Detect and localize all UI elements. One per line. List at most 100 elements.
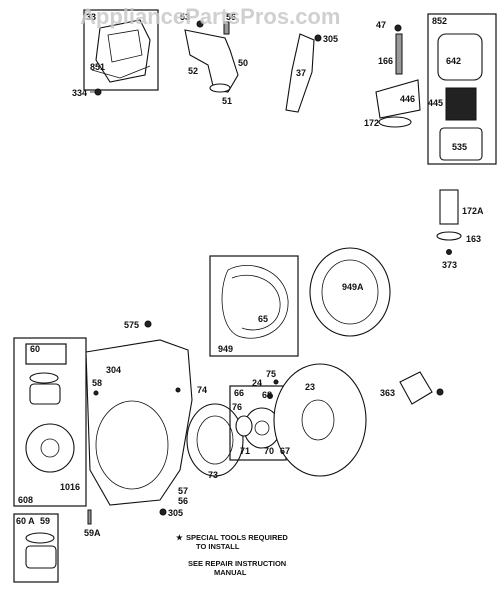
part-33-detail bbox=[107, 29, 143, 63]
part-172a-tube bbox=[439, 189, 459, 225]
box-60a bbox=[13, 513, 59, 583]
label-53: 53 bbox=[180, 12, 190, 22]
watermark: AppliancePartsPros.com bbox=[80, 4, 340, 29]
label-445: 445 bbox=[428, 98, 443, 108]
label-172: 172 bbox=[364, 118, 379, 128]
part-373-screw-icon bbox=[446, 249, 452, 255]
label-24: 24 bbox=[252, 378, 262, 388]
part-52-elbow bbox=[184, 29, 239, 93]
part-363-bracket bbox=[399, 371, 433, 405]
label-334: 334 bbox=[72, 88, 87, 98]
label-59a: 59A bbox=[84, 528, 101, 538]
label-304: 304 bbox=[106, 365, 121, 375]
label-51: 51 bbox=[222, 96, 232, 106]
part-70-hub bbox=[254, 420, 270, 436]
part-305b-screw-icon bbox=[159, 508, 167, 516]
part-172-gasket bbox=[378, 116, 412, 128]
part-304-opening bbox=[95, 400, 169, 490]
part-53-bolt-icon bbox=[196, 20, 204, 28]
note-repair-1: SEE REPAIR INSTRUCTION bbox=[188, 559, 286, 568]
note-repair-2: MANUAL bbox=[214, 568, 247, 577]
note-special-tools-2: TO INSTALL bbox=[196, 542, 240, 551]
label-37: 37 bbox=[296, 68, 306, 78]
box-852 bbox=[427, 13, 497, 165]
part-304-housing bbox=[85, 339, 193, 506]
label-851: 851 bbox=[90, 62, 105, 72]
label-57: 57 bbox=[178, 486, 188, 496]
part-642-cover bbox=[437, 33, 483, 81]
part-group-73 bbox=[159, 387, 244, 516]
part-305-screw-icon bbox=[314, 34, 322, 42]
part-60-body bbox=[29, 383, 61, 405]
part-535-foam bbox=[439, 127, 483, 161]
part-166-rod bbox=[395, 33, 403, 75]
label-74: 74 bbox=[197, 385, 207, 395]
part-56-stud bbox=[223, 21, 230, 35]
part-65-screen bbox=[221, 265, 289, 339]
part-334-screw-icon bbox=[94, 88, 102, 96]
box-60 bbox=[25, 343, 67, 365]
star-icon: ★ bbox=[176, 533, 184, 542]
part-445-element bbox=[445, 87, 477, 121]
label-60a: 60 A bbox=[16, 516, 35, 526]
part-33-shape bbox=[95, 19, 151, 83]
part-23-flywheel bbox=[273, 363, 367, 477]
part-73-starter bbox=[186, 403, 244, 477]
part-68-ball-icon bbox=[267, 393, 273, 399]
part-group-166 bbox=[375, 24, 421, 128]
label-949a: 949A bbox=[342, 282, 364, 292]
label-166: 166 bbox=[378, 56, 393, 66]
label-575: 575 bbox=[124, 320, 139, 330]
label-47: 47 bbox=[376, 20, 386, 30]
part-group-23 bbox=[273, 363, 367, 477]
part-60a-top bbox=[25, 532, 55, 544]
label-66: 66 bbox=[234, 388, 244, 398]
box-608 bbox=[13, 337, 87, 507]
part-60a-body bbox=[25, 545, 57, 569]
label-33: 33 bbox=[86, 12, 96, 22]
label-56b: 56 bbox=[178, 496, 188, 506]
label-65: 65 bbox=[258, 314, 268, 324]
label-59: 59 bbox=[40, 516, 50, 526]
label-363: 363 bbox=[380, 388, 395, 398]
label-58: 58 bbox=[92, 378, 102, 388]
part-23-hub bbox=[301, 399, 335, 441]
label-949: 949 bbox=[218, 344, 233, 354]
label-305a: 305 bbox=[323, 34, 338, 44]
part-59a-pin bbox=[87, 509, 92, 525]
part-group-949a bbox=[309, 247, 391, 337]
label-50: 50 bbox=[238, 58, 248, 68]
label-642: 642 bbox=[446, 56, 461, 66]
box-949 bbox=[209, 255, 299, 357]
part-group-949 bbox=[209, 255, 299, 357]
label-608: 608 bbox=[18, 495, 33, 505]
part-group-33 bbox=[83, 9, 159, 96]
part-group-37 bbox=[285, 33, 322, 113]
part-446-plate bbox=[375, 79, 421, 119]
part-37-bracket bbox=[285, 33, 315, 113]
label-70: 70 bbox=[264, 446, 274, 456]
label-71: 71 bbox=[240, 446, 250, 456]
label-446: 446 bbox=[400, 94, 415, 104]
label-23: 23 bbox=[305, 382, 315, 392]
label-535: 535 bbox=[452, 142, 467, 152]
label-852: 852 bbox=[432, 16, 447, 26]
part-labels: 33 851 334 53 56 52 50 51 305 37 47 166 … bbox=[16, 12, 484, 538]
part-24-key-icon bbox=[273, 379, 279, 385]
label-52: 52 bbox=[188, 66, 198, 76]
part-group-66 bbox=[229, 385, 287, 461]
label-73: 73 bbox=[208, 470, 218, 480]
part-65-screen-inner bbox=[231, 274, 281, 331]
part-group-608 bbox=[13, 320, 193, 507]
part-74-pin-icon bbox=[175, 387, 181, 393]
notes: ★ SPECIAL TOOLS REQUIRED TO INSTALL SEE … bbox=[176, 533, 288, 577]
part-163-gasket bbox=[436, 231, 462, 241]
part-363-nut-icon bbox=[436, 388, 444, 396]
note-special-tools-1: SPECIAL TOOLS REQUIRED bbox=[186, 533, 288, 542]
label-56a: 56 bbox=[226, 12, 236, 22]
label-1016: 1016 bbox=[60, 482, 80, 492]
label-172a: 172A bbox=[462, 206, 484, 216]
part-group-363 bbox=[399, 371, 444, 405]
part-949a-inner bbox=[321, 259, 379, 325]
